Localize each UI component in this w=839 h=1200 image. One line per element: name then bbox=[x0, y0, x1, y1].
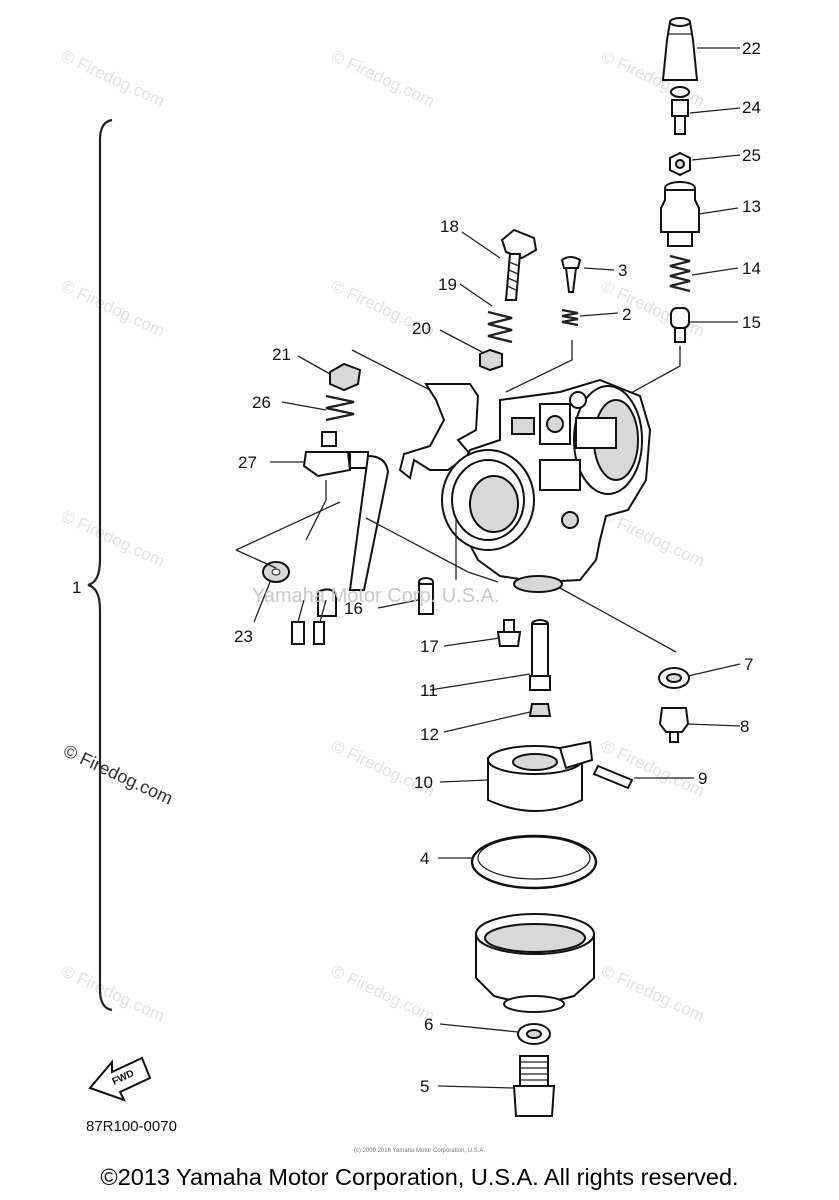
center-watermark: Yamaha Motor Corp. U.S.A. bbox=[252, 585, 500, 607]
part-24-fitting bbox=[670, 86, 690, 135]
part-19-spring bbox=[487, 310, 513, 344]
callout-7: 7 bbox=[744, 655, 753, 674]
callout-11: 11 bbox=[420, 681, 438, 700]
watermark-text: © Firedog.com bbox=[598, 276, 707, 340]
callout-9: 9 bbox=[698, 769, 707, 788]
part-27-choke-valve bbox=[291, 431, 390, 645]
watermark-text: © Firedog.com bbox=[598, 961, 707, 1025]
watermark-dark: © Firedog.com bbox=[60, 740, 176, 808]
watermark-text: © Firedog.com bbox=[58, 506, 167, 570]
callout-17: 17 bbox=[420, 637, 439, 656]
part-20-washer bbox=[479, 348, 503, 372]
watermark-text: © Firedog.com bbox=[58, 961, 167, 1025]
callout-22: 22 bbox=[742, 39, 761, 58]
callout-13: 13 bbox=[742, 197, 761, 216]
part-21-cap bbox=[329, 362, 362, 392]
callout-21: 21 bbox=[272, 345, 291, 364]
part-11-needle-jet bbox=[529, 619, 551, 691]
part-3-screw bbox=[560, 256, 582, 293]
tiny-copyright: (c) 2009 2016 Yamaha Motor Corporation, … bbox=[353, 1148, 486, 1154]
callout-19: 19 bbox=[438, 275, 457, 294]
callout-26: 26 bbox=[252, 393, 271, 412]
part-8-needle-valve bbox=[658, 707, 690, 743]
part-17-pilot-jet bbox=[496, 619, 522, 647]
part-25-nut bbox=[669, 151, 691, 177]
watermark-text: © Firedog.com bbox=[598, 736, 707, 800]
callout-20: 20 bbox=[412, 319, 431, 338]
callout-2: 2 bbox=[622, 305, 631, 324]
part-9-pin bbox=[592, 764, 634, 790]
callout-3: 3 bbox=[618, 261, 627, 280]
callout-27: 27 bbox=[238, 453, 257, 472]
callout-16: 16 bbox=[344, 599, 363, 618]
callout-18: 18 bbox=[440, 217, 459, 236]
callout-12: 12 bbox=[420, 725, 439, 744]
part-13-plunger-housing bbox=[660, 181, 700, 247]
callout-14: 14 bbox=[742, 259, 761, 278]
part-16-jet bbox=[418, 577, 434, 615]
part-6-washer bbox=[517, 1023, 551, 1045]
part-22-cap bbox=[661, 17, 699, 81]
callout-23: 23 bbox=[234, 627, 253, 646]
copyright-footer: ©2013 Yamaha Motor Corporation, U.S.A. A… bbox=[100, 1164, 739, 1190]
part-5-drain-plug bbox=[512, 1055, 556, 1117]
watermark-text: © Firedog.com bbox=[598, 506, 707, 570]
watermark-layer: © Firedog.com © Firedog.com © Firedog.co… bbox=[58, 46, 707, 1025]
part-2-spring bbox=[561, 308, 579, 327]
part-23-washer bbox=[262, 561, 290, 583]
callout-8: 8 bbox=[740, 717, 749, 736]
watermark-text: © Firedog.com bbox=[58, 46, 167, 110]
part-18-throttle-screw bbox=[500, 228, 538, 301]
callout-4: 4 bbox=[420, 849, 429, 868]
watermark-text: © Firedog.com bbox=[328, 961, 437, 1025]
assembly-bracket bbox=[87, 118, 113, 1012]
carburetor-body bbox=[351, 340, 681, 593]
callout-25: 25 bbox=[742, 146, 761, 165]
callout-15: 15 bbox=[742, 313, 761, 332]
float-bowl bbox=[475, 913, 595, 1013]
callout-5: 5 bbox=[420, 1077, 429, 1096]
callout-1: 1 bbox=[72, 578, 81, 597]
watermark-text: © Firedog.com bbox=[58, 276, 167, 340]
callout-6: 6 bbox=[424, 1015, 433, 1034]
callout-10: 10 bbox=[414, 773, 433, 792]
part-26-spring bbox=[325, 394, 355, 422]
part-code: 87R100-0070 bbox=[86, 1118, 177, 1135]
callout-24: 24 bbox=[742, 98, 761, 117]
part-12-main-jet bbox=[528, 703, 552, 717]
part-15-plunger bbox=[670, 307, 690, 343]
part-7-washer bbox=[658, 667, 690, 689]
part-14-spring bbox=[669, 254, 691, 293]
part-4-gasket bbox=[470, 834, 598, 890]
part-10-float bbox=[487, 740, 594, 812]
fwd-arrow-icon: FWD bbox=[88, 1056, 152, 1102]
watermark-text: © Firedog.com bbox=[328, 46, 437, 110]
